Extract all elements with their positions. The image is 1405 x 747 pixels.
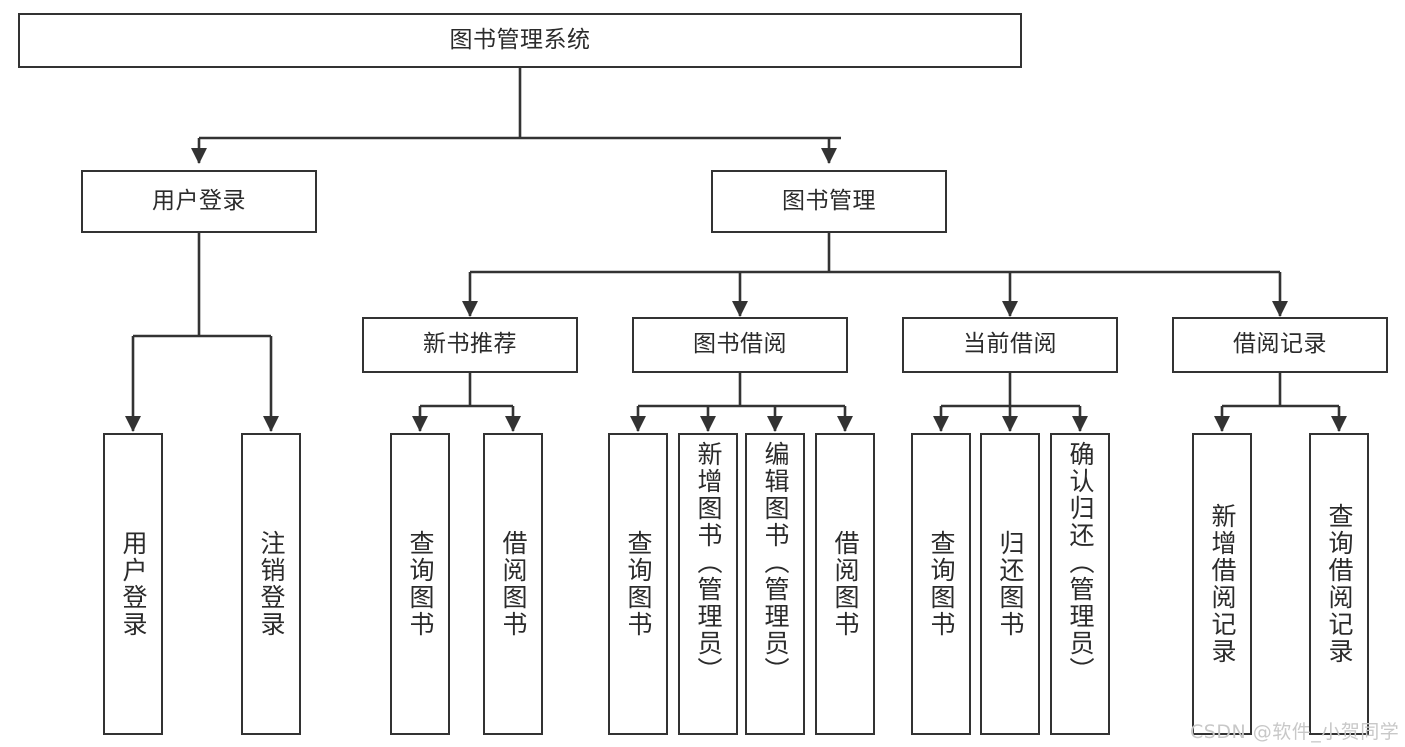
node-leaf-add-borrow-record[interactable]: 新增借阅记录 [1192, 433, 1252, 735]
node-book-borrow[interactable]: 图书借阅 [632, 317, 848, 373]
node-leaf-borrow-book-1[interactable]: 借阅图书 [483, 433, 543, 735]
node-leaf-query-book-3[interactable]: 查询图书 [911, 433, 971, 735]
node-current-borrow[interactable]: 当前借阅 [902, 317, 1118, 373]
node-user-login[interactable]: 用户登录 [81, 170, 317, 233]
node-leaf-query-book-2[interactable]: 查询图书 [608, 433, 668, 735]
node-book-management-system[interactable]: 图书管理系统 [18, 13, 1022, 68]
node-leaf-query-book-1[interactable]: 查询图书 [390, 433, 450, 735]
csdn-watermark: CSDN @软件_小贺同学 [1190, 721, 1400, 743]
node-leaf-query-borrow-record[interactable]: 查询借阅记录 [1309, 433, 1369, 735]
node-new-book-recommend[interactable]: 新书推荐 [362, 317, 578, 373]
node-leaf-borrow-book-2[interactable]: 借阅图书 [815, 433, 875, 735]
node-book-management[interactable]: 图书管理 [711, 170, 947, 233]
node-leaf-add-book-admin[interactable]: 新增图书（管理员） [678, 433, 738, 735]
node-borrow-record[interactable]: 借阅记录 [1172, 317, 1388, 373]
node-leaf-return-book[interactable]: 归还图书 [980, 433, 1040, 735]
node-leaf-user-login[interactable]: 用户登录 [103, 433, 163, 735]
node-leaf-edit-book-admin[interactable]: 编辑图书（管理员） [745, 433, 805, 735]
node-leaf-confirm-return-admin[interactable]: 确认归还（管理员） [1050, 433, 1110, 735]
node-leaf-logout-login[interactable]: 注销登录 [241, 433, 301, 735]
